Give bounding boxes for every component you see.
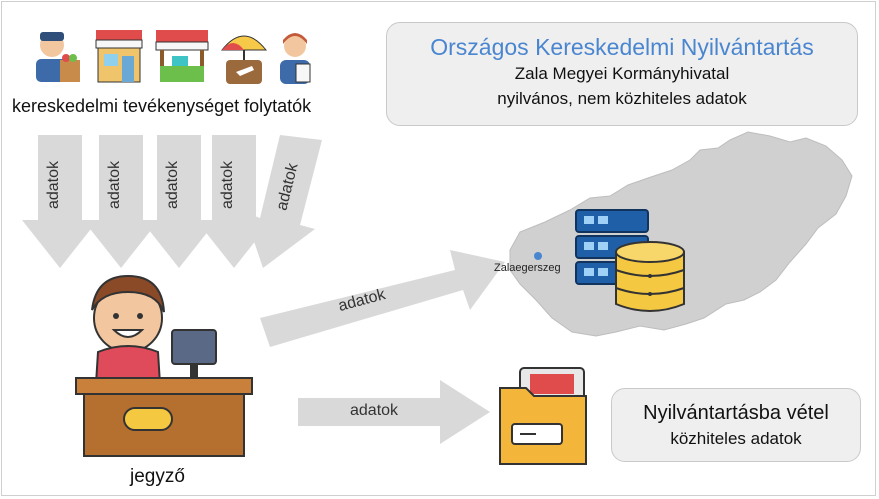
folder-arrow [298,380,490,444]
travel-umbrella-icon [220,35,268,84]
folder-icon [499,367,587,465]
notary-desk-icon [75,274,253,457]
zalaegerszeg-dot [534,252,542,260]
registration-box: Nyilvántartásba vétel közhiteles adatok [611,388,861,462]
down-arrow-2 [83,135,159,268]
down-arrow-1 [22,135,98,268]
city-label: Zalaegerszeg [494,262,561,274]
down-arrow-3 [141,135,217,268]
office-worker-icon [280,33,311,84]
traders-label: kereskedelmi tevékenységet folytatók [12,96,312,116]
market-stall-icon [155,30,209,82]
shop-icon [95,30,143,83]
arrow-label-1: adatok [45,160,63,210]
registration-subtitle: közhiteles adatok [670,429,802,448]
arrow-label-2: adatok [106,160,124,210]
notary-label: jegyző [130,466,185,487]
arrow-label-3: adatok [164,160,182,210]
arrow-label-folder: adatok [350,402,399,419]
arrow-label-4: adatok [219,160,237,210]
registry-header-box: Országos Kereskedelmi Nyilvántartás Zala… [386,22,858,126]
down-arrow-5 [244,135,322,268]
database-icon [615,241,685,312]
registration-title: Nyilvántartásba vétel [643,402,829,424]
registry-note: nyilvános, nem közhiteles adatok [497,89,747,108]
map-arrow [260,250,505,347]
merchant-icon [36,32,80,82]
registry-authority: Zala Megyei Kormányhivatal [514,64,730,83]
registry-title: Országos Kereskedelmi Nyilvántartás [430,34,814,60]
